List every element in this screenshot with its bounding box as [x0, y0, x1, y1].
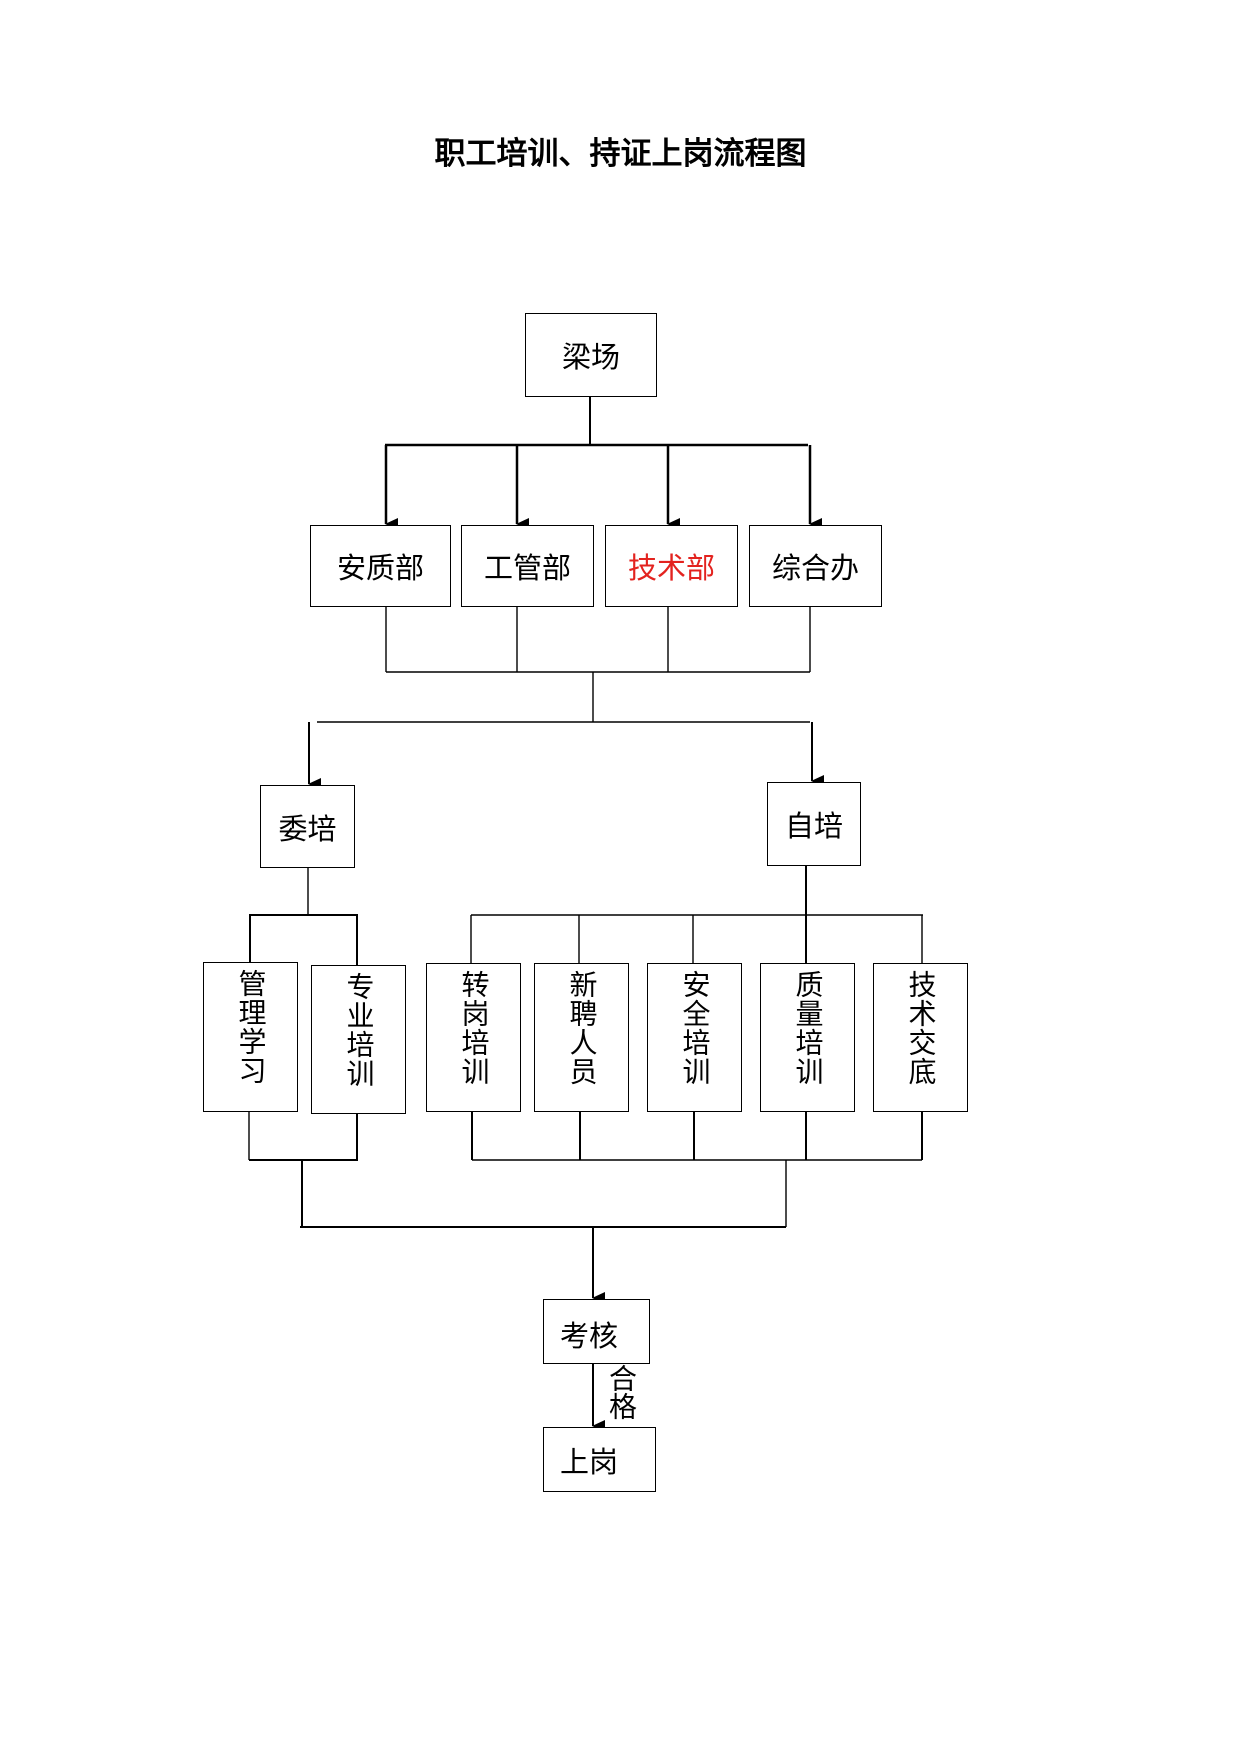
node-assess: 考核	[543, 1299, 650, 1364]
node-dept-zonghe: 综合办	[749, 525, 882, 607]
node-guanli-xuexi: 管理学习	[203, 962, 298, 1112]
node-dept-gongguan: 工管部	[461, 525, 594, 607]
node-zhuanye-peixun: 专业培训	[311, 965, 406, 1114]
node-anquan-peixun: 安全培训	[647, 963, 742, 1112]
node-jishu-jiaodi: 技术交底	[873, 963, 968, 1112]
node-zipei: 自培	[767, 782, 861, 866]
node-onduty: 上岗	[543, 1427, 656, 1492]
node-zhiliang-peixun: 质量培训	[760, 963, 855, 1112]
page-title: 职工培训、持证上岗流程图	[434, 136, 807, 172]
node-dept-anzhi: 安质部	[310, 525, 451, 607]
node-weipei: 委培	[260, 785, 355, 868]
node-root: 梁场	[525, 313, 657, 397]
node-xinpin-renyuan: 新聘人员	[534, 963, 629, 1112]
highlighted-label: 技术部	[627, 551, 715, 585]
node-dept-jishu: 技术部	[605, 525, 738, 607]
edge-label-pass: 合格	[605, 1364, 638, 1420]
node-zhuangang-peixun: 转岗培训	[426, 963, 521, 1112]
